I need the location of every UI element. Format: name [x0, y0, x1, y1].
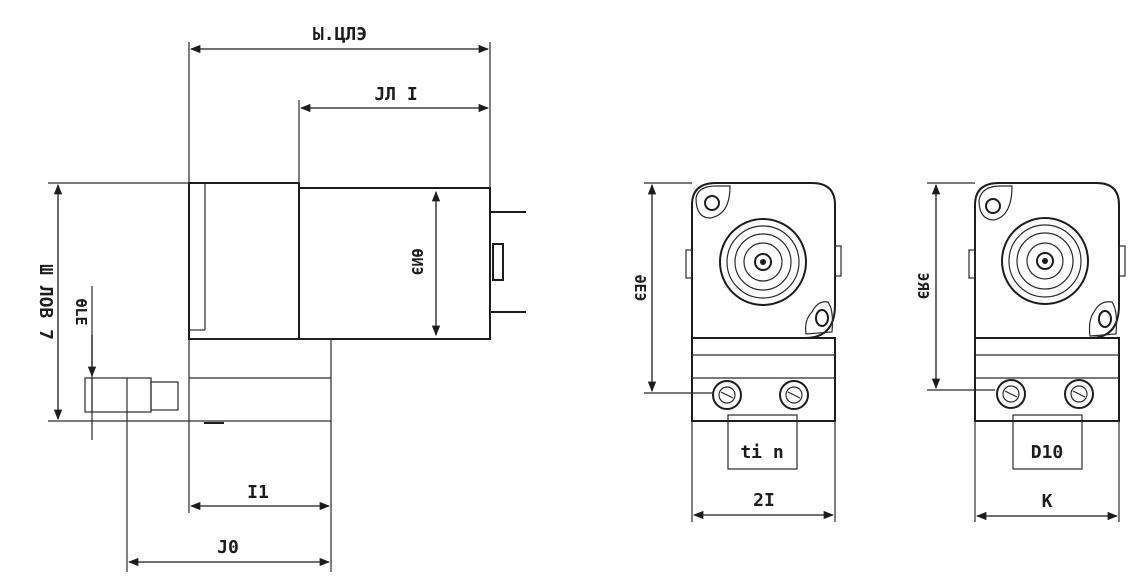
- dim-side-overall-width: Ы.ЦЛЭ: [189, 24, 490, 54]
- gearbox-body: [188, 182, 300, 340]
- rear-housing: [968, 182, 1126, 339]
- dim-label: Ы.ЦЛЭ: [313, 24, 367, 45]
- dim-side-total-height: Ш ЛОВ 7: [35, 183, 63, 421]
- dim-side-motor-width: ЈЛ I: [299, 84, 490, 113]
- dim-rear-terminal-spacing: D10: [1031, 442, 1064, 463]
- dim-front-terminal-spacing: ti n: [740, 442, 783, 463]
- dim-side-body-width: I1: [189, 482, 331, 511]
- rear-base: [974, 337, 1120, 470]
- output-flange: [719, 218, 807, 306]
- motor-terminals: [490, 211, 526, 313]
- dim-front-width: 2I: [692, 490, 835, 520]
- terminal-screw-left: [712, 380, 742, 410]
- dim-label: K: [1042, 491, 1053, 512]
- mount-hole-bottom: [815, 309, 829, 327]
- dim-label: ЈЛ I: [374, 84, 417, 105]
- dim-label: Ј0: [217, 537, 239, 558]
- rear-mount-hole-bottom: [1098, 310, 1112, 328]
- mount-hole-top: [704, 195, 720, 211]
- dim-rear-height: ЭЯЭ: [914, 183, 941, 390]
- side-view: Ы.ЦЛЭ ЈЛ I ѲИЭ Ш ЛОВ 7 ѲLE I1 Ј0: [35, 24, 526, 572]
- dim-label: ѲLE: [72, 298, 90, 325]
- dim-label: ЭЯЭ: [914, 272, 932, 299]
- dim-label: ӘЕЭ: [631, 274, 649, 301]
- dim-label: 2I: [753, 490, 775, 511]
- front-base: [691, 337, 836, 470]
- rear-terminal-right: [1064, 379, 1094, 409]
- terminal-screw-right: [779, 380, 809, 410]
- dim-side-shaft-offset: ѲLE: [72, 298, 97, 378]
- dim-side-shaft-length: Ј0: [127, 537, 331, 567]
- dim-rear-width: K: [975, 491, 1119, 521]
- mount-block: [188, 338, 332, 424]
- front-housing: [685, 182, 842, 339]
- rear-view: ЭЯЭ D10 K: [914, 182, 1126, 522]
- dim-side-motor-height: ѲИЭ: [408, 190, 441, 337]
- dim-front-height: ӘЕЭ: [631, 183, 657, 393]
- rear-mount-hole-top: [985, 198, 1001, 214]
- rear-flange: [1001, 217, 1089, 305]
- dim-label: ѲИЭ: [408, 248, 426, 275]
- motor-body: [189, 182, 491, 340]
- dim-label: ti n: [740, 442, 783, 463]
- dim-label: I1: [247, 482, 269, 503]
- dim-label: Ш ЛОВ 7: [35, 264, 56, 340]
- front-view: ӘЕЭ ti n 2I: [631, 182, 842, 522]
- rear-terminal-left: [996, 379, 1026, 409]
- output-shaft: [84, 377, 179, 572]
- dim-label: D10: [1031, 442, 1064, 463]
